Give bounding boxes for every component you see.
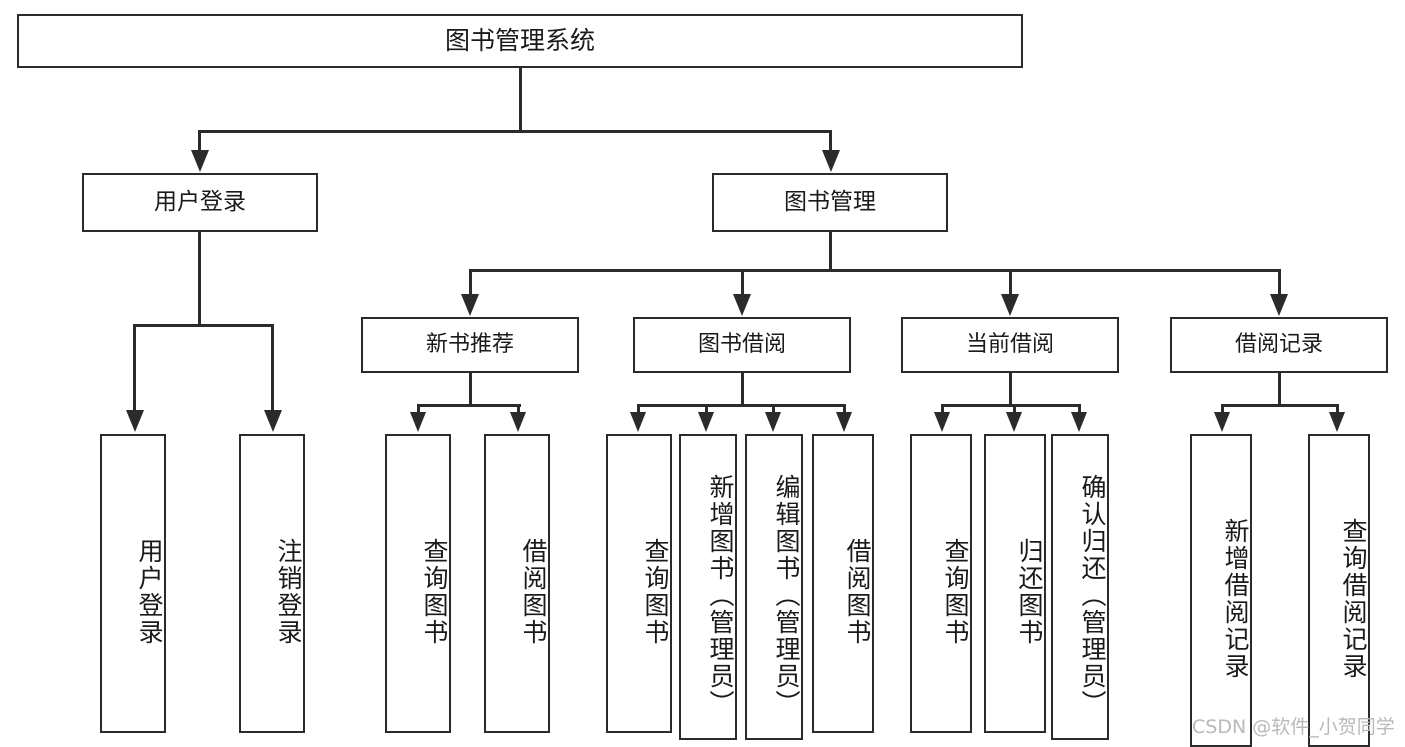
edge-branch-book-borrow	[741, 269, 744, 297]
node-borrowing-record[interactable]: 借阅记录	[1170, 317, 1388, 373]
edge-book-borrow-branch-4	[843, 404, 846, 416]
arrowhead-leaf-query-book-3	[934, 412, 950, 432]
edge-root-split-bar	[198, 130, 831, 133]
edge-current-borrow-stem	[1009, 373, 1012, 407]
node-label: 注销登录	[274, 537, 303, 646]
edge-root-stem	[518, 68, 522, 132]
edge-new-book-branch-right	[517, 404, 520, 416]
edge-user-login-stem	[198, 232, 201, 326]
edge-current-borrow-branch-3	[1078, 404, 1081, 416]
edge-book-manage-split-bar	[469, 269, 1281, 272]
node-book-management[interactable]: 图书管理	[712, 173, 948, 232]
arrowhead-leaf-user-login	[126, 410, 144, 432]
edge-book-borrow-stem	[741, 373, 744, 407]
node-label: 查询图书	[420, 537, 449, 646]
node-label: 查询借阅记录	[1339, 517, 1368, 680]
node-leaf-query-book-1[interactable]: 查询图书	[385, 434, 451, 733]
node-label: 用户登录	[135, 537, 164, 646]
edge-branch-borrow-record	[1278, 269, 1281, 297]
edge-current-borrow-branch-1	[941, 404, 944, 416]
csdn-watermark: CSDN @软件_小贺同学	[1192, 716, 1395, 738]
edge-borrow-record-branch-left	[1221, 404, 1224, 416]
node-user-login[interactable]: 用户登录	[82, 173, 318, 232]
edge-branch-new-book	[469, 269, 472, 297]
node-current-borrowing[interactable]: 当前借阅	[901, 317, 1119, 373]
node-label: 当前借阅	[965, 332, 1054, 358]
node-label: 图书借阅	[697, 332, 786, 358]
edge-borrow-record-stem	[1278, 373, 1281, 407]
edge-to-user-login	[198, 130, 201, 152]
node-leaf-return-book[interactable]: 归还图书	[984, 434, 1046, 733]
arrowhead-leaf-add-book	[698, 412, 714, 432]
edge-book-borrow-split-bar	[637, 404, 846, 407]
edge-user-login-split-bar	[133, 324, 274, 327]
node-leaf-logout[interactable]: 注销登录	[239, 434, 305, 733]
arrowhead-leaf-borrow-book-2	[836, 412, 852, 432]
arrowhead-leaf-return-book	[1006, 412, 1022, 432]
arrowhead-borrow-record	[1270, 294, 1288, 316]
edge-to-book-manage	[829, 130, 832, 152]
node-label: 查询图书	[641, 537, 670, 646]
edge-borrow-record-branch-right	[1336, 404, 1339, 416]
node-leaf-edit-book-admin[interactable]: 编辑图书（管理员）	[745, 434, 803, 740]
edge-new-book-split-bar	[417, 404, 521, 407]
node-new-book-recommendation[interactable]: 新书推荐	[361, 317, 579, 373]
arrowhead-leaf-query-book-2	[630, 412, 646, 432]
node-label: 图书管理	[784, 188, 876, 215]
arrowhead-book-borrow	[733, 294, 751, 316]
edge-user-login-branch-right	[271, 324, 274, 412]
node-label: 借阅图书	[519, 537, 548, 646]
edge-book-borrow-branch-3	[772, 404, 775, 416]
arrowhead-leaf-confirm-return	[1071, 412, 1087, 432]
node-leaf-borrow-book-1[interactable]: 借阅图书	[484, 434, 550, 733]
node-leaf-add-borrow-record[interactable]: 新增借阅记录	[1190, 434, 1252, 747]
node-leaf-query-book-2[interactable]: 查询图书	[606, 434, 672, 733]
node-label: 新增借阅记录	[1221, 517, 1250, 680]
node-label: 新书推荐	[425, 332, 514, 358]
edge-branch-current-borrow	[1009, 269, 1012, 297]
node-label: 编辑图书（管理员）	[772, 473, 801, 717]
node-label: 归还图书	[1015, 537, 1044, 646]
node-leaf-query-borrow-record[interactable]: 查询借阅记录	[1308, 434, 1370, 747]
node-book-management-system[interactable]: 图书管理系统	[17, 14, 1023, 68]
arrowhead-leaf-edit-book	[765, 412, 781, 432]
edge-new-book-stem	[469, 373, 472, 407]
node-leaf-confirm-return-admin[interactable]: 确认归还（管理员）	[1051, 434, 1109, 740]
node-leaf-user-login[interactable]: 用户登录	[100, 434, 166, 733]
node-label: 借阅图书	[843, 537, 872, 646]
edge-book-manage-stem	[829, 232, 832, 272]
edge-current-borrow-split-bar	[941, 404, 1081, 407]
node-label: 确认归还（管理员）	[1078, 473, 1107, 717]
arrowhead-current-borrow	[1001, 294, 1019, 316]
node-leaf-borrow-book-2[interactable]: 借阅图书	[812, 434, 874, 733]
edge-book-borrow-branch-1	[637, 404, 640, 416]
arrowhead-leaf-query-record	[1329, 412, 1345, 432]
node-label: 用户登录	[154, 188, 246, 215]
node-label: 图书管理系统	[444, 26, 595, 56]
arrowhead-book-manage	[822, 150, 840, 172]
edge-user-login-branch-left	[133, 324, 136, 412]
arrowhead-new-book-recommend	[461, 294, 479, 316]
arrowhead-leaf-query-book-1	[410, 412, 426, 432]
node-label: 查询图书	[941, 537, 970, 646]
node-label: 新增图书（管理员）	[706, 473, 735, 717]
edge-current-borrow-branch-2	[1013, 404, 1016, 416]
edge-new-book-branch-left	[417, 404, 420, 416]
node-book-borrowing[interactable]: 图书借阅	[633, 317, 851, 373]
node-leaf-add-book-admin[interactable]: 新增图书（管理员）	[679, 434, 737, 740]
edge-borrow-record-split-bar	[1221, 404, 1339, 407]
node-label: 借阅记录	[1234, 332, 1323, 358]
node-leaf-query-book-3[interactable]: 查询图书	[910, 434, 972, 733]
arrowhead-leaf-add-record	[1214, 412, 1230, 432]
arrowhead-leaf-borrow-book-1	[510, 412, 526, 432]
edge-book-borrow-branch-2	[705, 404, 708, 416]
arrowhead-leaf-logout	[264, 410, 282, 432]
arrowhead-user-login	[191, 150, 209, 172]
